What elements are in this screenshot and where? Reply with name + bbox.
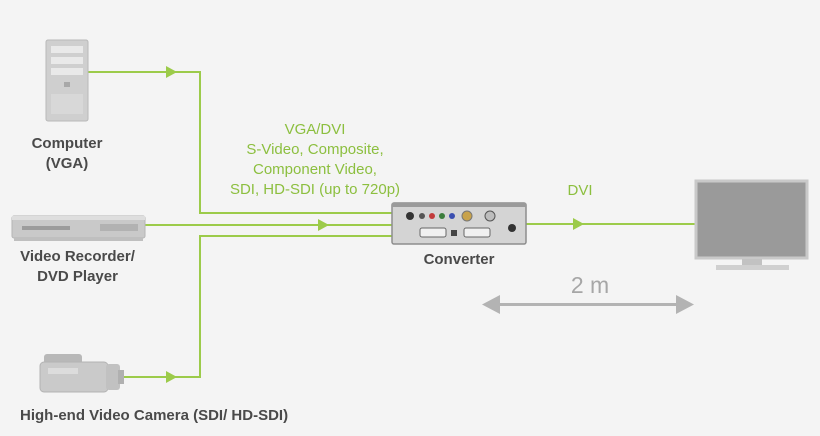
arrow-recorder bbox=[318, 219, 329, 231]
computer-label-line2: (VGA) bbox=[45, 155, 89, 172]
output-signal-text: DVI bbox=[567, 182, 593, 199]
monitor-icon bbox=[694, 179, 809, 270]
converter-label: Converter bbox=[409, 250, 509, 270]
camera-label: High-end Video Camera (SDI/ HD-SDI) bbox=[20, 406, 350, 426]
camera-line bbox=[124, 235, 392, 378]
signal-line-1: VGA/DVI bbox=[284, 121, 346, 138]
computer-line bbox=[88, 71, 392, 214]
converter-label-text: Converter bbox=[423, 251, 495, 268]
camera-label-text: High-end Video Camera (SDI/ HD-SDI) bbox=[20, 407, 289, 424]
signal-line-2: S-Video, Composite, bbox=[246, 141, 384, 158]
distance-label: 2 m bbox=[570, 272, 610, 298]
signal-line-4: SDI, HD-SDI (up to 720p) bbox=[229, 181, 401, 198]
output-signal-label: DVI bbox=[555, 181, 605, 201]
input-signal-list: VGA/DVI S-Video, Composite, Component Vi… bbox=[200, 120, 430, 200]
computer-label: Computer (VGA) bbox=[17, 134, 117, 174]
recorder-label: Video Recorder/ DVD Player bbox=[0, 247, 155, 287]
recorder-label-line2: DVD Player bbox=[37, 268, 118, 285]
arrow-camera bbox=[166, 371, 177, 383]
computer-icon bbox=[45, 39, 89, 122]
signal-line-3: Component Video, bbox=[253, 161, 377, 178]
arrow-output bbox=[573, 218, 584, 230]
video-recorder-icon bbox=[11, 215, 146, 241]
arrow-computer bbox=[166, 66, 177, 78]
flow-arrows bbox=[166, 66, 584, 383]
distance-arrow bbox=[482, 295, 694, 314]
connection-lines bbox=[88, 71, 696, 378]
recorder-label-line1: Video Recorder/ bbox=[20, 248, 135, 265]
video-camera-icon bbox=[39, 354, 124, 393]
computer-label-line1: Computer bbox=[31, 135, 103, 152]
converter-icon bbox=[391, 202, 527, 245]
